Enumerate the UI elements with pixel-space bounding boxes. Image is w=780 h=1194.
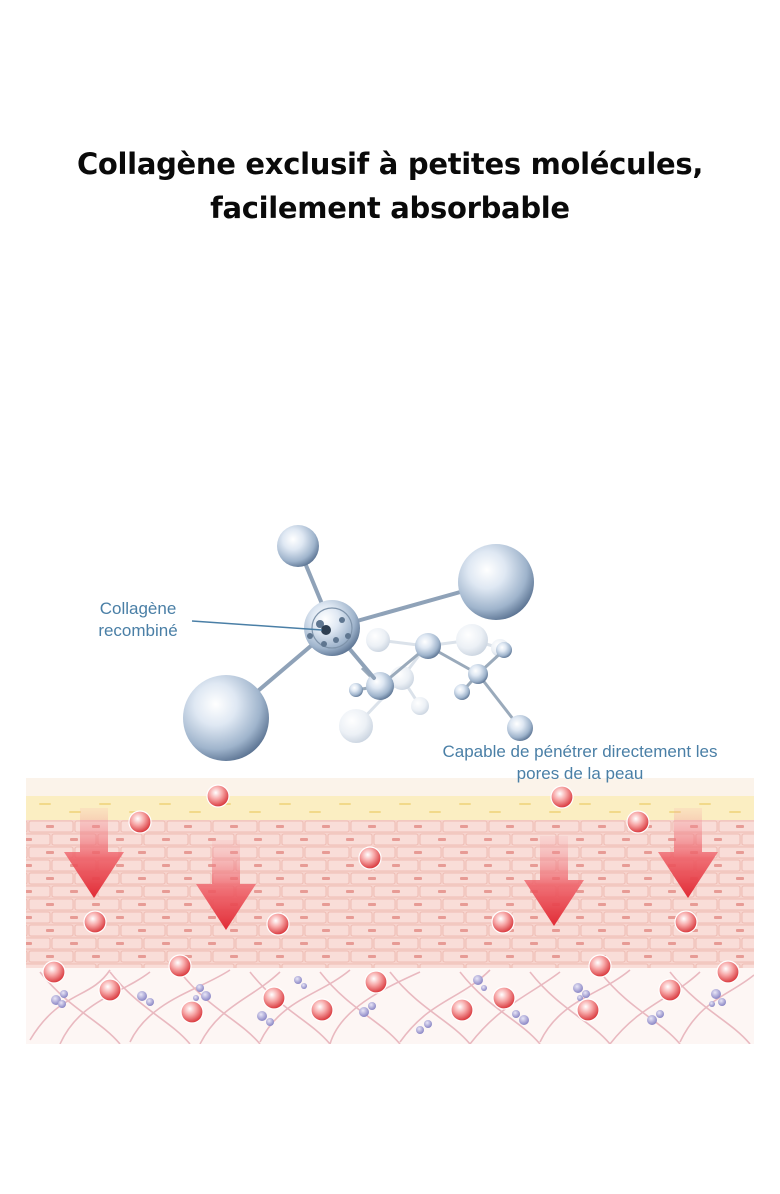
collagen-particles [42, 784, 740, 1024]
page-title: Collagène exclusif à petites molécules, … [0, 142, 780, 230]
collagen-molecule [183, 525, 534, 761]
arrow-1 [64, 808, 124, 898]
arrow-4 [658, 808, 718, 898]
atom-left-large [183, 675, 269, 761]
label-pores-line-2: pores de la peau [516, 764, 644, 783]
label-penetrate-pores: Capable de pénétrer directement les pore… [420, 741, 740, 785]
arrow-3 [524, 836, 584, 926]
secondary-molecule [349, 633, 533, 741]
collagen-fibers [29, 969, 754, 1044]
label-collagen-line-1: Collagène [99, 599, 177, 618]
arrow-2 [196, 840, 256, 930]
label-collagen-line-2: recombiné [98, 621, 178, 640]
title-line-1: Collagène exclusif à petites molécules, [76, 147, 704, 181]
title-line-2: facilement absorbable [210, 191, 570, 225]
label-pointer-line [191, 620, 323, 631]
penetration-arrows [64, 808, 718, 930]
purple-cell-clusters [51, 975, 726, 1034]
label-recombinant-collagen: Collagène recombiné [78, 598, 198, 642]
skin-section [26, 778, 754, 1044]
label-pores-line-1: Capable de pénétrer directement les [442, 742, 718, 761]
atom-right-large [458, 544, 534, 620]
atom-top [277, 525, 319, 567]
